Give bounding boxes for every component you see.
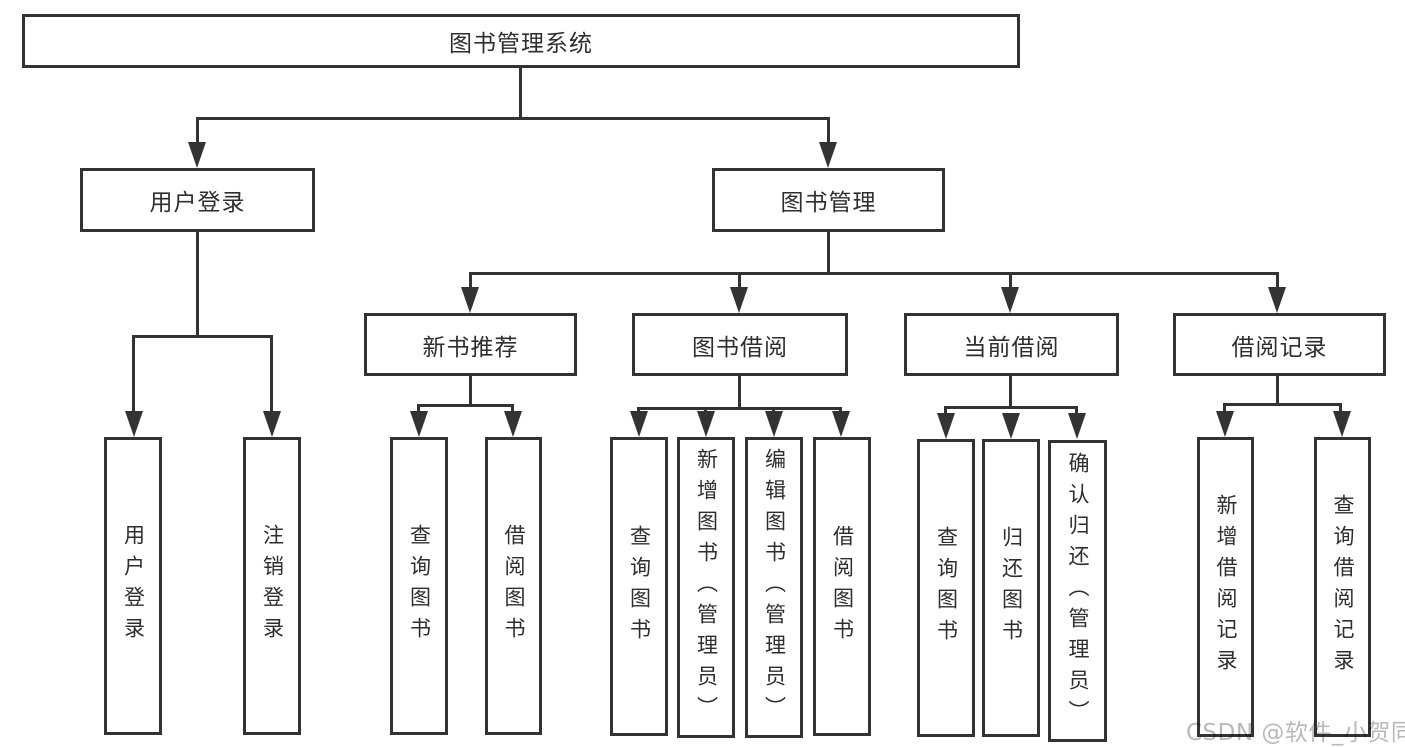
connector-line (1276, 376, 1279, 406)
arrow-down-icon (504, 411, 522, 437)
arrow-down-icon (1068, 413, 1086, 439)
node-label: 查询图书 (934, 526, 959, 650)
connector-line (637, 407, 640, 414)
connector-line (1223, 403, 1342, 406)
connector-line (417, 404, 420, 413)
connector-line (1276, 272, 1279, 289)
connector-line (469, 272, 1279, 275)
node-label: 借阅图书 (502, 524, 526, 648)
csdn-watermark: CSDN @软件_小贺同学 (1186, 720, 1405, 746)
node-label: 新增图书（管理员） (694, 448, 719, 727)
arrow-down-icon (263, 411, 281, 437)
connector-line (827, 117, 830, 145)
arrow-down-icon (819, 142, 837, 168)
arrow-down-icon (461, 287, 479, 313)
connector-line (772, 407, 775, 414)
connector-line (944, 406, 947, 414)
leaf-add-borrow-record: 新增借阅记录 (1197, 437, 1254, 737)
arrow-down-icon (1002, 413, 1020, 439)
arrow-down-icon (832, 411, 850, 437)
connector-line (738, 376, 741, 410)
leaf-logout: 注销登录 (243, 437, 301, 735)
connector-line (133, 335, 273, 338)
leaf-user-login: 用户登录 (104, 437, 162, 735)
connector-line (1009, 272, 1012, 289)
arrow-down-icon (1268, 287, 1286, 313)
node-book-management-module: 图书管理 (712, 168, 945, 232)
node-label: 图书管理 (780, 190, 877, 216)
connector-line (944, 406, 1078, 409)
connector-line (704, 407, 707, 414)
node-label: 归还图书 (999, 526, 1024, 650)
node-label: 用户登录 (149, 190, 246, 216)
connector-line (417, 404, 514, 407)
connector-line (132, 335, 135, 413)
connector-line (196, 232, 199, 337)
connector-line (637, 407, 842, 410)
connector-line (1339, 403, 1342, 413)
connector-line (519, 68, 522, 120)
node-label: 用户登录 (121, 524, 146, 648)
node-user-login-module: 用户登录 (80, 168, 315, 232)
leaf-confirm-return-admin: 确认归还（管理员） (1048, 440, 1107, 742)
leaf-return-books: 归还图书 (982, 439, 1040, 737)
arrow-down-icon (410, 411, 428, 437)
node-root-system: 图书管理系统 (22, 14, 1020, 68)
leaf-query-books-1: 查询图书 (390, 437, 448, 735)
arrow-down-icon (730, 287, 748, 313)
connector-line (1009, 376, 1012, 408)
leaf-query-books-2: 查询图书 (610, 437, 668, 736)
node-label: 查询借阅记录 (1331, 494, 1355, 680)
connector-line (270, 335, 273, 413)
node-label: 借阅图书 (830, 524, 855, 649)
node-label: 图书管理系统 (449, 31, 593, 57)
connector-line (839, 407, 842, 414)
arrow-down-icon (1216, 411, 1234, 437)
connector-line (196, 117, 830, 120)
connector-line (827, 232, 830, 275)
node-book-borrowing: 图书借阅 (632, 313, 848, 376)
arrow-down-icon (937, 413, 955, 439)
connector-line (511, 404, 514, 413)
node-label: 当前借阅 (963, 334, 1060, 361)
arrow-down-icon (630, 411, 648, 437)
node-label: 借阅记录 (1231, 334, 1328, 361)
node-label: 查询图书 (407, 524, 432, 648)
leaf-add-books-admin: 新增图书（管理员） (677, 437, 735, 738)
connector-line (1075, 406, 1078, 414)
node-label: 注销登录 (260, 524, 285, 648)
node-current-borrowing: 当前借阅 (904, 313, 1119, 376)
arrow-down-icon (1333, 411, 1351, 437)
connector-line (469, 376, 472, 407)
arrow-down-icon (1001, 287, 1019, 313)
leaf-edit-books-admin: 编辑图书（管理员） (745, 437, 803, 738)
connector-line (196, 117, 199, 145)
node-label: 新增借阅记录 (1214, 494, 1238, 680)
node-borrowing-records: 借阅记录 (1173, 313, 1386, 376)
arrow-down-icon (765, 411, 783, 437)
leaf-borrow-books-1: 借阅图书 (485, 437, 542, 735)
node-label: 图书借阅 (692, 334, 788, 361)
leaf-query-books-3: 查询图书 (917, 439, 975, 737)
connector-line (1223, 403, 1226, 413)
arrow-down-icon (125, 411, 143, 437)
leaf-query-borrow-record: 查询借阅记录 (1314, 437, 1371, 737)
leaf-borrow-books-2: 借阅图书 (813, 437, 871, 736)
connector-line (469, 272, 472, 289)
arrow-down-icon (697, 411, 715, 437)
node-label: 新书推荐 (422, 334, 519, 361)
node-label: 确认归还（管理员） (1066, 451, 1090, 731)
node-label: 查询图书 (627, 524, 652, 649)
connector-line (738, 272, 741, 289)
node-new-book-recommend: 新书推荐 (364, 313, 577, 376)
node-label: 编辑图书（管理员） (762, 448, 787, 727)
arrow-down-icon (188, 142, 206, 168)
